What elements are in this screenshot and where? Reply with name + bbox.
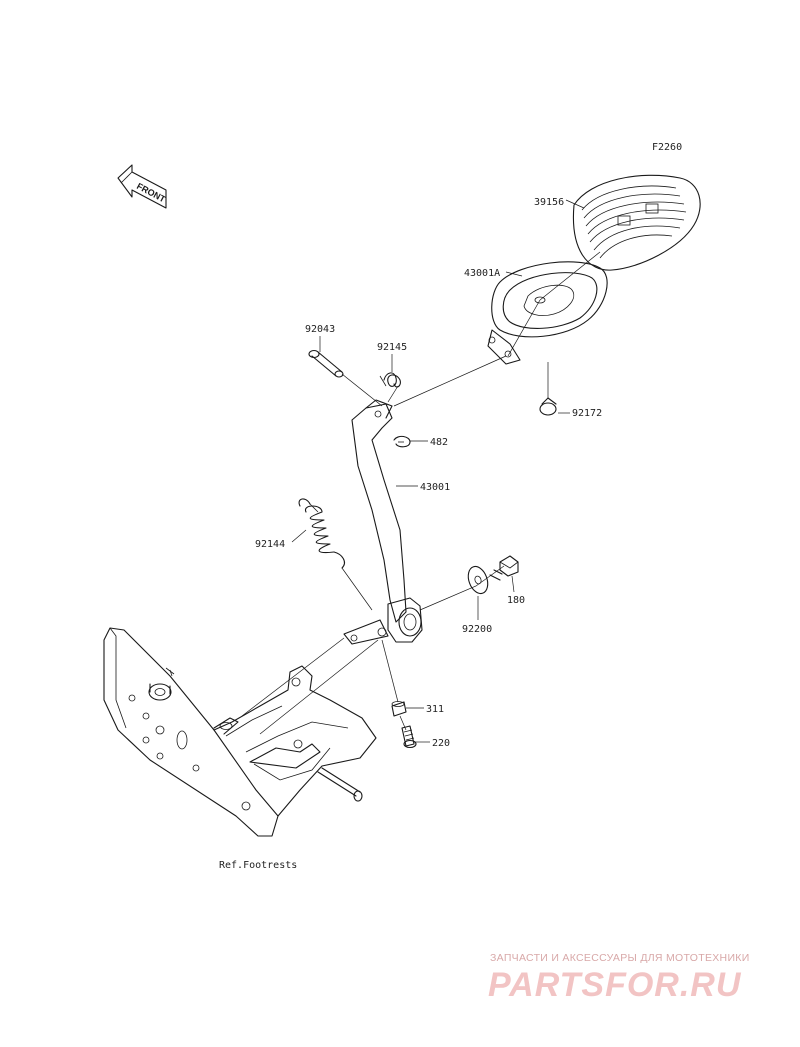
pin-92043: [308, 349, 344, 378]
reference-note: Ref.Footrests: [219, 860, 297, 871]
label-92145: 92145: [377, 342, 407, 353]
label-180: 180: [507, 595, 525, 606]
label-leaders: [291, 199, 585, 743]
label-39156: 39156: [534, 197, 564, 208]
collar-311: [391, 701, 407, 717]
label-311: 311: [426, 704, 444, 715]
label-43001A: 43001A: [464, 268, 500, 279]
watermark-logo: PARTSFOR.RU: [488, 966, 742, 1004]
footrest-bracket: [103, 627, 377, 837]
label-92043: 92043: [305, 324, 335, 335]
clip-482: [393, 435, 411, 448]
pedal-rubber-pad: [572, 174, 701, 271]
figure-code: F2260: [652, 142, 682, 153]
bolt-180: [489, 555, 519, 581]
label-92144: 92144: [255, 539, 285, 550]
bolt-220: [401, 725, 417, 749]
pedal-plate: [487, 261, 608, 365]
bolt-92172: [539, 362, 557, 416]
spring-92145: [379, 372, 401, 388]
return-spring-92144: [298, 498, 345, 569]
label-43001: 43001: [420, 482, 450, 493]
watermark-tagline: ЗАПЧАСТИ И АКСЕССУАРЫ ДЛЯ МОТОТЕХНИКИ: [490, 952, 750, 964]
label-92200: 92200: [462, 624, 492, 635]
brake-pedal-arm: [343, 399, 423, 645]
label-482: 482: [430, 437, 448, 448]
assembly-lines: [241, 251, 601, 735]
front-badge-label: FRONT: [135, 181, 168, 205]
label-92172: 92172: [572, 408, 602, 419]
front-arrow-icon: FRONT: [117, 164, 168, 209]
washer-92200: [467, 565, 489, 595]
label-220: 220: [432, 738, 450, 749]
